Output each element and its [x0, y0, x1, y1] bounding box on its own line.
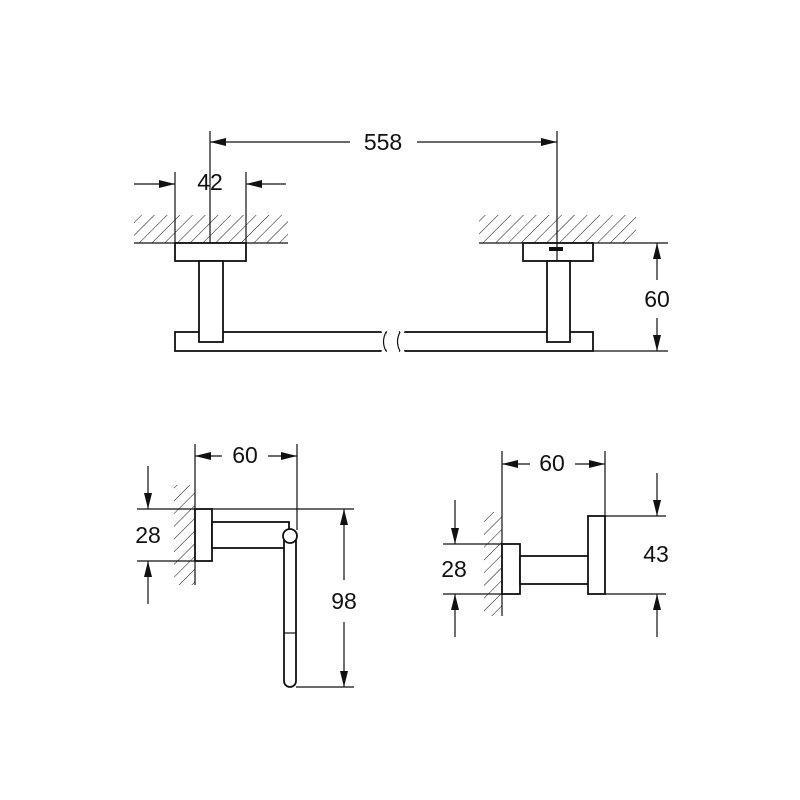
dim-length-label: 558	[364, 129, 402, 155]
pivot	[282, 528, 298, 544]
mount	[501, 543, 521, 595]
hook-plate	[587, 515, 606, 595]
right-mount	[522, 242, 594, 262]
wall-hatch	[484, 512, 502, 616]
left-post	[198, 260, 224, 343]
wall-hatch-left	[134, 215, 288, 243]
dim-projection-label: 60	[539, 450, 565, 476]
break-mark	[381, 329, 405, 354]
dim-mount-width-label: 42	[197, 169, 223, 195]
right-post	[546, 260, 571, 343]
arm	[211, 521, 290, 549]
robe-hook-drawing: 60 28 43	[441, 450, 669, 637]
set-screw	[549, 247, 563, 251]
arm	[519, 555, 598, 585]
mount	[194, 508, 213, 562]
dim-mount-height-label: 28	[441, 556, 467, 582]
break-line	[382, 331, 401, 352]
dim-plate-height-label: 43	[643, 541, 669, 567]
dim-total-height-label: 98	[331, 588, 357, 614]
dim-projection-label: 60	[232, 442, 258, 468]
wall-hatch	[174, 485, 195, 585]
dim-projection-label: 60	[644, 286, 670, 312]
holder-bar	[283, 535, 297, 688]
left-mount	[174, 242, 247, 262]
dim-mount-height-label: 28	[135, 522, 161, 548]
towel-bar-drawing: 558 42 60	[134, 129, 670, 354]
paper-holder-drawing: 60 28 98	[135, 442, 357, 688]
